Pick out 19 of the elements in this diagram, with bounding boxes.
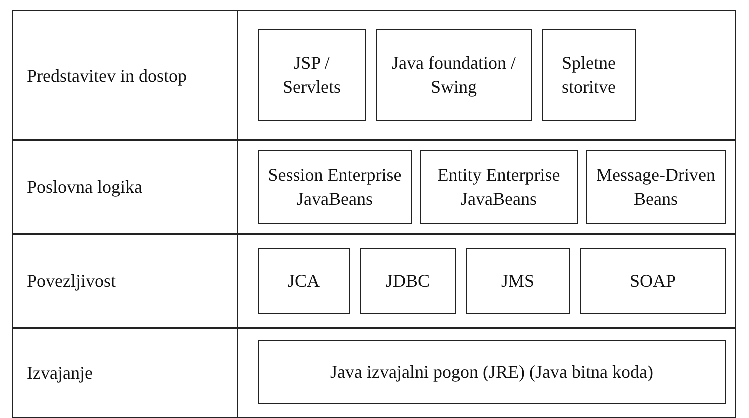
layer-label: Poslovna logika <box>27 176 144 199</box>
layer-row <box>12 10 736 141</box>
component-box: Message-Driven Beans <box>586 150 726 224</box>
component-box: Java foundation / Swing <box>376 29 532 121</box>
layer-row <box>12 233 736 329</box>
component-box: JSP / Servlets <box>258 29 366 121</box>
layer-row <box>12 327 736 418</box>
component-box: JDBC <box>360 248 456 314</box>
layer-row <box>12 139 736 235</box>
component-box: JMS <box>466 248 570 314</box>
component-box: Session Enterprise JavaBeans <box>258 150 412 224</box>
component-box: SOAP <box>580 248 726 314</box>
component-box: Spletne storitve <box>542 29 636 121</box>
component-box: Java izvajalni pogon (JRE) (Java bitna koda) <box>258 340 726 404</box>
layer-label: Predstavitev in dostop <box>27 64 188 88</box>
component-box: JCA <box>258 248 350 314</box>
layer-label: Izvajanje <box>27 362 94 385</box>
component-box: Entity Enterprise JavaBeans <box>420 150 578 224</box>
layer-label: Povezljivost <box>27 270 117 293</box>
